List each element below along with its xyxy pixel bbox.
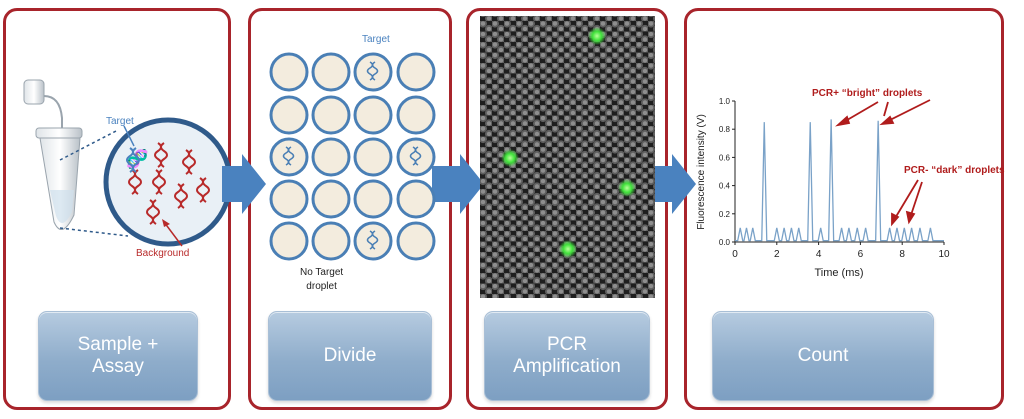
- bright-droplets-label: PCR+ “bright” droplets: [812, 88, 923, 99]
- x-tick-label: 6: [858, 249, 864, 260]
- step-sample-assay-button[interactable]: Sample + Assay: [38, 311, 198, 401]
- step-count-button[interactable]: Count: [712, 311, 934, 401]
- y-tick-label: 0.6: [719, 153, 731, 162]
- background-dna-icons: [128, 142, 210, 225]
- bright-arrow-icon: [885, 99, 931, 123]
- y-tick-label: 0.8: [719, 125, 731, 134]
- divide-target-label: Target: [362, 34, 390, 45]
- x-tick-label: 4: [816, 249, 822, 260]
- arrow-2-icon: [432, 154, 484, 214]
- chart-x-axis-label: Time (ms): [814, 267, 863, 279]
- x-tick-label: 8: [899, 249, 905, 260]
- arrow-1-icon: [222, 154, 266, 214]
- bright-droplet: [501, 149, 519, 167]
- target-label: Target: [106, 116, 134, 127]
- dark-arrow-icon: [893, 179, 919, 221]
- x-tick-label: 2: [774, 249, 780, 260]
- y-tick-label: 0.0: [719, 238, 731, 247]
- y-tick-label: 0.4: [719, 182, 731, 191]
- x-tick-label: 0: [732, 249, 738, 260]
- chart-y-axis-label: Fluorescence intensity (V): [696, 114, 707, 230]
- arrow-3-icon: [652, 154, 696, 214]
- droplet-target-dna-icons: [282, 61, 422, 250]
- bright-droplet: [588, 27, 606, 45]
- bright-droplet: [618, 179, 636, 197]
- x-tick-label: 10: [938, 249, 950, 260]
- background-label: Background: [136, 248, 190, 259]
- target-dna-icon: [126, 147, 140, 173]
- bright-arrow-icon: [883, 101, 889, 117]
- dark-arrow-icon: [909, 181, 923, 219]
- background-pointer: [163, 221, 183, 247]
- step-divide-button[interactable]: Divide: [268, 311, 432, 401]
- target-pointer: [123, 125, 135, 147]
- no-target-droplet-label: No Target droplet: [300, 267, 344, 292]
- bright-droplet: [559, 240, 577, 258]
- y-tick-label: 1.0: [719, 97, 731, 106]
- tube-icon: [23, 79, 83, 230]
- dark-droplets-label: PCR- “dark” droplets: [904, 165, 1005, 176]
- step-pcr-amplification-button[interactable]: PCR Amplification: [484, 311, 650, 401]
- fluorescence-trace: [735, 119, 944, 242]
- y-tick-label: 0.2: [719, 210, 731, 219]
